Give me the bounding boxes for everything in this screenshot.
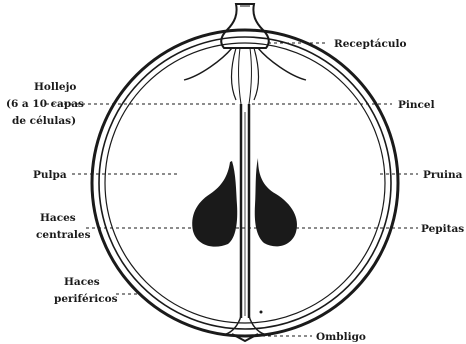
peripheral-bundles [184, 48, 306, 104]
label-ombligo: Ombligo [316, 331, 366, 343]
label-hollejo-line2: (6 a 10 capas [6, 98, 84, 110]
label-haces-perifericos-line2: periféricos [54, 293, 118, 305]
label-hollejo-line1: Hollejo [34, 81, 76, 93]
label-haces-centrales-line1: Haces [40, 212, 76, 224]
label-pepitas: Pepitas [421, 223, 464, 235]
label-receptaculo: Receptáculo [334, 38, 407, 50]
label-pulpa: Pulpa [33, 169, 67, 181]
label-pincel: Pincel [398, 99, 435, 111]
label-haces-centrales-line2: centrales [36, 229, 91, 241]
seed-right [255, 158, 297, 246]
receptacle [221, 4, 269, 48]
seed-left [192, 161, 237, 247]
label-pruina: Pruina [423, 169, 463, 181]
lower-mark [260, 311, 263, 314]
label-haces-perifericos-line1: Haces [64, 276, 100, 288]
label-hollejo-line3: de células) [12, 115, 76, 127]
